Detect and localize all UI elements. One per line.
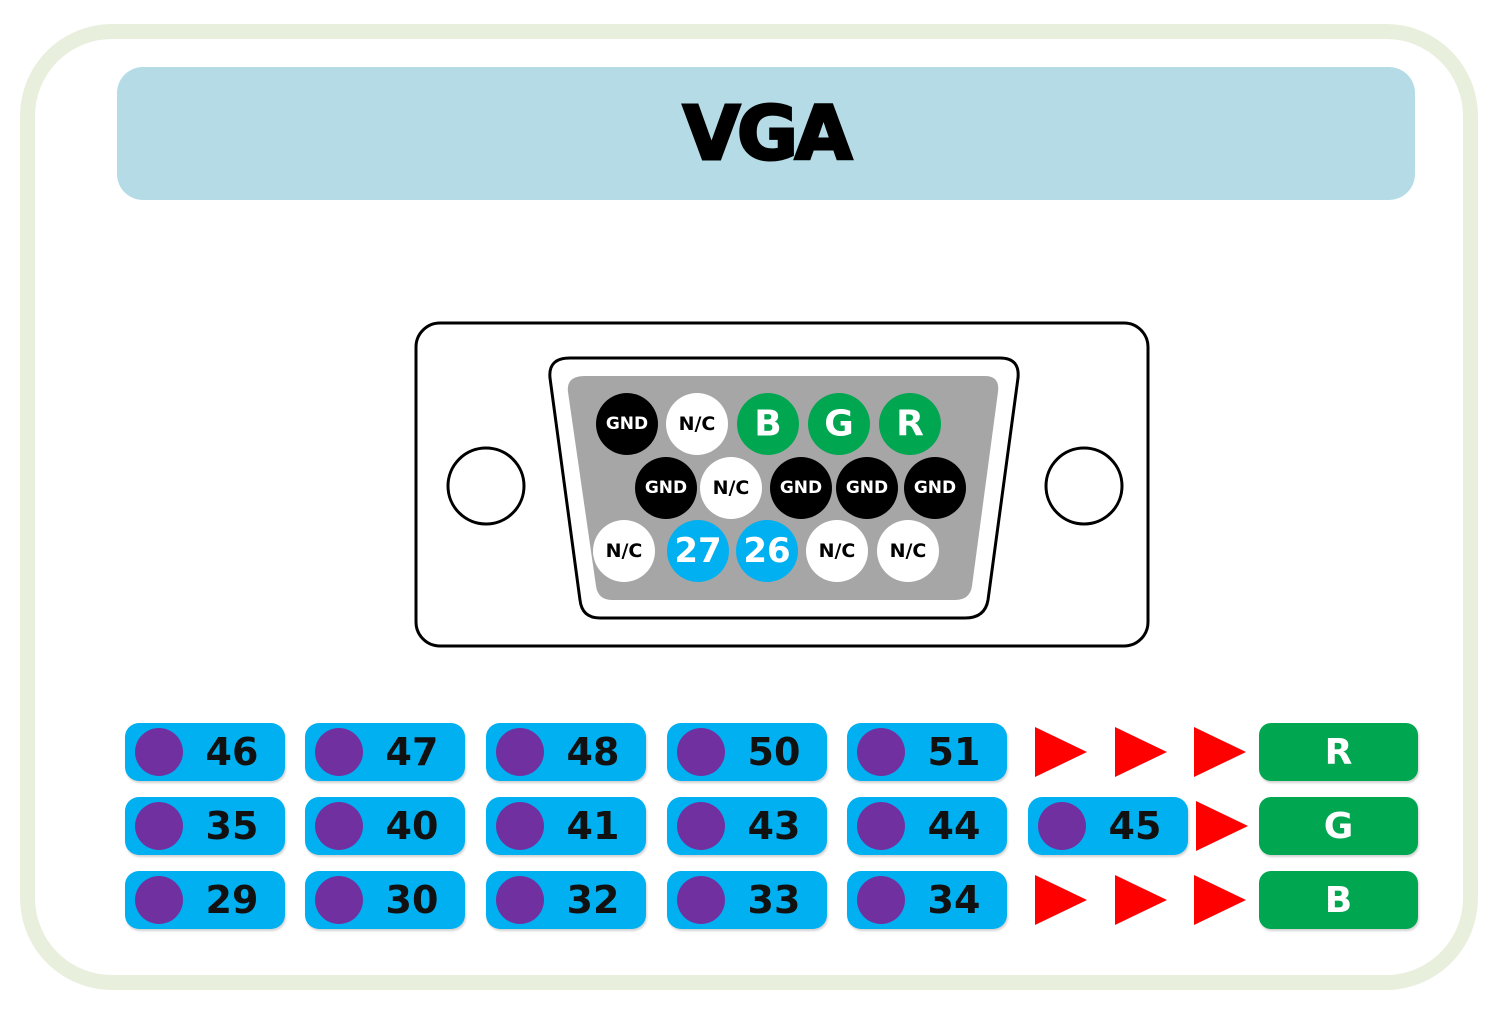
chip-dot <box>315 876 363 924</box>
pin-signal-circle <box>667 520 729 582</box>
pin-label: N/C <box>819 540 856 562</box>
pin-label: GND <box>606 414 648 434</box>
output-channel-label: B <box>1259 871 1418 929</box>
pin-label: G <box>824 404 854 445</box>
pin-label: N/C <box>606 540 643 562</box>
pin-label: GND <box>914 478 956 498</box>
pin-label: R <box>896 404 924 445</box>
pin-label: GND <box>846 478 888 498</box>
pin-chip-extra: 45 <box>1028 797 1188 855</box>
pin-color-circle <box>737 393 799 455</box>
chip-number: 47 <box>385 730 439 774</box>
pin-chip: 44 <box>847 797 1007 855</box>
chip-number: 30 <box>385 878 439 922</box>
chip-dot <box>496 876 544 924</box>
chip-number: 44 <box>927 804 981 848</box>
chip-number: 29 <box>205 878 259 922</box>
pin-chip: 46 <box>125 723 285 781</box>
chip-dot <box>315 802 363 850</box>
signal-arrow-icon <box>1196 801 1248 851</box>
signal-arrow-icon <box>1035 727 1087 777</box>
chip-number: 34 <box>927 878 981 922</box>
pin-signal-circle <box>736 520 798 582</box>
output-channel-label: G <box>1259 797 1418 855</box>
chip-dot <box>857 876 905 924</box>
pin-nc-circle <box>666 393 728 455</box>
pin-gnd-circle <box>596 393 658 455</box>
chip-number: 40 <box>385 804 439 848</box>
chip-dot <box>857 802 905 850</box>
pin-chip: 30 <box>305 871 465 929</box>
pin-chip: 35 <box>125 797 285 855</box>
chip-dot <box>857 728 905 776</box>
chip-dot <box>315 728 363 776</box>
signal-arrow-icon <box>1035 875 1087 925</box>
pin-label: B <box>754 404 781 445</box>
chip-number: 41 <box>566 804 620 848</box>
pin-chip: 34 <box>847 871 1007 929</box>
pin-gnd-circle <box>836 457 898 519</box>
chip-number: 45 <box>1108 804 1162 848</box>
pin-nc-circle <box>700 457 762 519</box>
pin-label: N/C <box>713 477 750 499</box>
chip-number: 51 <box>927 730 981 774</box>
output-channel-label: R <box>1259 723 1418 781</box>
pin-gnd-circle <box>635 457 697 519</box>
pin-label: GND <box>780 478 822 498</box>
pin-layer: GND N/C B G R GND N/C GND GND GND N/C 27 26 N/C N/C <box>593 393 966 582</box>
chip-number: 50 <box>747 730 801 774</box>
pin-label: 27 <box>674 531 721 571</box>
pin-gnd-circle <box>904 457 966 519</box>
pin-chip: 29 <box>125 871 285 929</box>
chip-number: 35 <box>205 804 259 848</box>
mounting-hole-left <box>446 446 526 526</box>
pin-chip: 32 <box>486 871 646 929</box>
chip-dot <box>135 876 183 924</box>
pin-chip: 43 <box>667 797 827 855</box>
chip-number: 46 <box>205 730 259 774</box>
pin-gnd-circle <box>770 457 832 519</box>
chip-number: 33 <box>747 878 801 922</box>
chip-dot <box>1038 802 1086 850</box>
chip-number: 43 <box>747 804 801 848</box>
chip-number: 48 <box>566 730 620 774</box>
signal-arrow-icon <box>1115 727 1167 777</box>
signal-arrow-icon <box>1194 727 1246 777</box>
pin-chip: 33 <box>667 871 827 929</box>
pin-chip: 41 <box>486 797 646 855</box>
pin-color-circle <box>808 393 870 455</box>
chip-dot <box>496 802 544 850</box>
chip-dot <box>135 802 183 850</box>
mounting-hole-right <box>1044 446 1124 526</box>
pin-chip: 50 <box>667 723 827 781</box>
signal-arrow-icon <box>1115 875 1167 925</box>
pin-color-circle <box>879 393 941 455</box>
pin-nc-circle <box>877 520 939 582</box>
pin-chip: 47 <box>305 723 465 781</box>
pin-label: GND <box>645 478 687 498</box>
pin-nc-circle <box>806 520 868 582</box>
pin-label: N/C <box>679 413 716 435</box>
pin-chip: 51 <box>847 723 1007 781</box>
chip-dot <box>496 728 544 776</box>
signal-arrow-icon <box>1194 875 1246 925</box>
chip-number: 32 <box>566 878 620 922</box>
chip-dot <box>677 802 725 850</box>
chip-dot <box>677 876 725 924</box>
title-banner: VGA <box>117 67 1415 200</box>
pin-chip: 48 <box>486 723 646 781</box>
chip-dot <box>677 728 725 776</box>
pin-label: 26 <box>743 531 790 571</box>
pin-nc-circle <box>593 520 655 582</box>
page-title: VGA <box>681 89 853 178</box>
pin-label: N/C <box>890 540 927 562</box>
pin-chip: 40 <box>305 797 465 855</box>
chip-dot <box>135 728 183 776</box>
